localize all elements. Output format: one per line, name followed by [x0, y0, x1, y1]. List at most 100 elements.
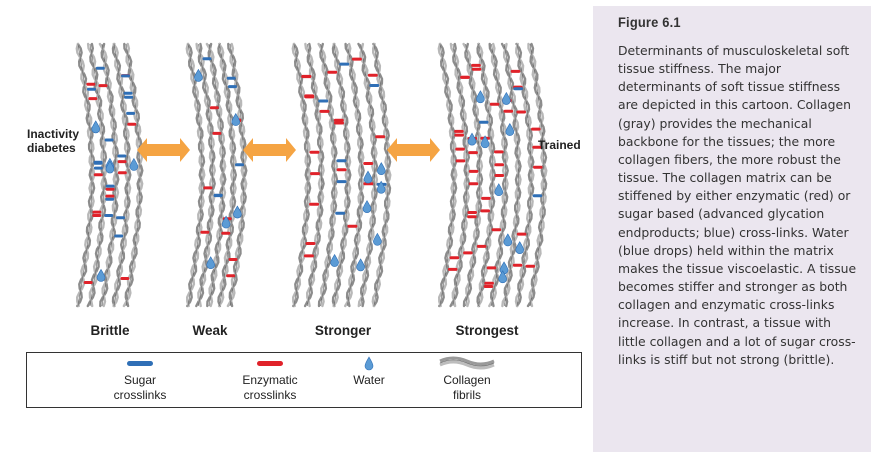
collagen-fibril-core	[89, 43, 105, 307]
sugar-crosslink	[123, 91, 133, 95]
sugar-crosslink	[105, 197, 115, 201]
enzymatic-crosslink	[333, 118, 344, 122]
sugar-crosslink	[116, 216, 125, 220]
collagen-fibril-core	[478, 43, 493, 307]
collagen-fibril-core	[529, 43, 545, 307]
sugar-crosslink	[126, 111, 136, 115]
sugar-crosslink	[104, 214, 114, 217]
enzymatic-crosslink	[503, 109, 514, 113]
sugar-crosslink	[478, 120, 489, 124]
water-drop	[330, 253, 339, 267]
collagen-fibril-core	[320, 43, 336, 307]
enzymatic-crosslink	[468, 169, 479, 173]
water-drop	[476, 90, 485, 104]
fiber-bundle-stronger	[291, 42, 392, 308]
enzymatic-crosslink	[494, 174, 505, 177]
collagen-fibril	[317, 42, 339, 308]
sugar-crosslink	[105, 184, 115, 188]
collagen-fibril	[112, 42, 132, 308]
enzymatic-crosslink	[221, 231, 231, 235]
collagen-fibril	[357, 42, 379, 308]
collagen-fibril	[500, 42, 522, 308]
collagen-fibril	[303, 42, 325, 308]
collagen-fibril-core	[491, 43, 506, 307]
collagen-fibril	[501, 42, 522, 308]
enzymatic-crosslink	[525, 264, 536, 268]
figure-caption-panel: Figure 6.1 Determinants of musculoskelet…	[593, 6, 871, 452]
water-drop	[515, 241, 525, 254]
water-drop	[373, 232, 382, 246]
legend: Sugar crosslinks Enzymatic crosslinks Wa…	[26, 352, 582, 408]
collagen-fibril	[195, 42, 216, 308]
enzymatic-crosslink	[481, 196, 491, 200]
bundle-label-brittle: Brittle	[90, 323, 130, 338]
collagen-fibril-core	[229, 43, 245, 307]
collagen-fibril	[437, 42, 458, 308]
legend-water: Water	[309, 353, 429, 409]
enzymatic-crosslink	[305, 242, 316, 245]
sugar-crosslink	[532, 194, 543, 198]
collagen-fibril	[462, 42, 484, 308]
water-drop	[221, 215, 231, 229]
collagen-fibril	[304, 42, 325, 308]
fiber-bundle-brittle	[75, 42, 144, 308]
enzymatic-crosslink	[468, 151, 478, 155]
enzymatic-crosslink	[228, 258, 238, 261]
collagen-fibril	[185, 42, 206, 308]
enzymatic-crosslink	[494, 163, 504, 167]
enzymatic-crosslink	[117, 160, 127, 164]
fiber-bundle-weak	[185, 42, 248, 308]
sugar-crosslink	[336, 159, 347, 163]
water-drop	[494, 183, 504, 197]
sugar-crosslink	[369, 84, 380, 87]
enzymatic-crosslink	[454, 133, 464, 137]
collagen-fibril-core	[208, 43, 224, 307]
enzymatic-crosslink	[203, 186, 213, 190]
enzymatic-crosslink	[494, 150, 504, 154]
collagen-fibril-core	[333, 43, 349, 307]
water-drop	[363, 170, 373, 184]
enzymatic-crosslink	[467, 211, 477, 214]
collagen-fibril-core	[113, 43, 129, 307]
enzymatic-crosslink	[367, 73, 378, 77]
water-drop	[356, 258, 365, 272]
water-drop	[105, 160, 115, 174]
collagen-fibril	[98, 42, 120, 308]
enzymatic-crosslink	[455, 147, 465, 151]
trained-label: Trained	[538, 138, 581, 152]
sugar-crosslink-icon	[127, 361, 153, 366]
enzymatic-crosslink	[226, 274, 236, 278]
collagen-fibril-core	[439, 43, 455, 307]
enzymatic-crosslink	[491, 228, 502, 232]
collagen-fibril-core	[465, 43, 480, 307]
water-drop	[376, 180, 386, 194]
water-drop	[498, 270, 507, 284]
enzymatic-crosslink	[209, 106, 219, 110]
legend-sugar-label: Sugar crosslinks	[113, 373, 167, 402]
water-drop	[502, 91, 511, 105]
sugar-crosslink	[336, 180, 347, 184]
sugar-crosslink	[213, 194, 223, 198]
sugar-crosslink	[513, 87, 523, 91]
enzymatic-crosslink	[476, 244, 487, 248]
water-drop	[467, 132, 477, 146]
enzymatic-crosslink	[467, 215, 477, 219]
collagen-fibril-core	[347, 43, 362, 307]
collagen-fibril-core	[187, 43, 203, 307]
collagen-fibril	[292, 42, 312, 308]
enzymatic-crosslink	[88, 97, 98, 101]
collagen-fibril-core	[293, 43, 309, 307]
collagen-fibril-core	[101, 43, 117, 307]
collagen-fibril	[526, 42, 548, 308]
enzymatic-crosslink	[449, 256, 460, 260]
collagen-fibril	[438, 42, 458, 308]
collagen-fibril-core	[307, 43, 322, 307]
enzymatic-crosslink	[86, 82, 96, 86]
collagen-fibril	[344, 42, 365, 308]
enzymatic-crosslink	[516, 110, 526, 114]
water-drop	[503, 233, 513, 247]
sugar-crosslink	[114, 234, 124, 238]
enzymatic-crosslink	[105, 187, 115, 191]
bundle-label-strongest: Strongest	[455, 323, 519, 338]
sugar-crosslink	[93, 161, 103, 165]
